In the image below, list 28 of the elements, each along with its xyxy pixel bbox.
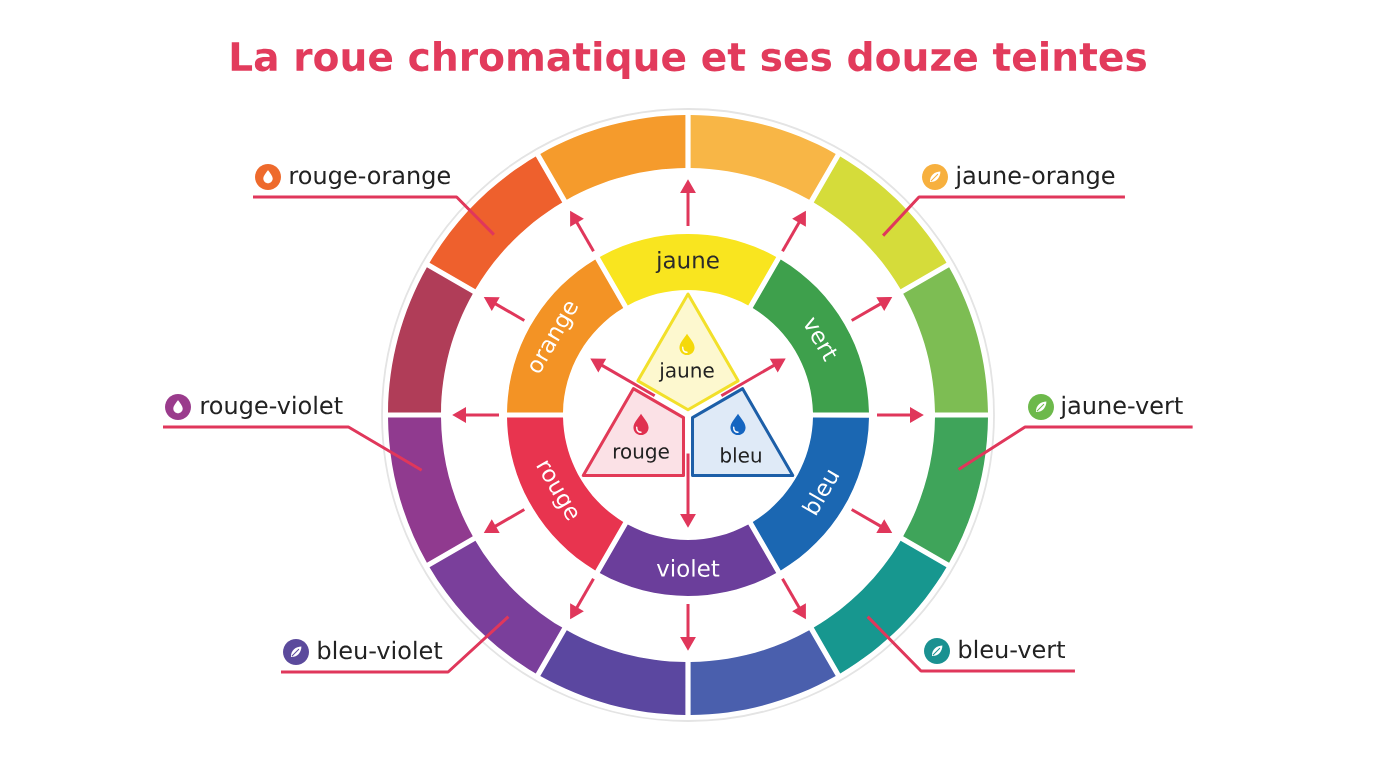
ring-segment	[388, 267, 473, 413]
ring-segment	[540, 630, 686, 715]
callout-label: bleu-vert	[959, 639, 1065, 659]
leader-line	[163, 425, 423, 472]
ring-segment	[690, 115, 836, 200]
title: La roue chromatique et ses douze teintes	[231, 41, 1146, 79]
ring-segment: violet	[599, 524, 777, 596]
callout-label: rouge-orange	[290, 170, 450, 189]
ring-segment	[388, 417, 473, 563]
ring-segment	[813, 540, 947, 674]
triangle-section: bleu	[691, 387, 795, 477]
leader-line	[957, 425, 1193, 471]
ring-segment	[540, 115, 686, 200]
callout-label: jaune-vert	[1059, 395, 1183, 419]
leader-line	[882, 195, 1125, 237]
leader-line	[281, 615, 510, 674]
callout-label: rouge-violet	[201, 395, 343, 419]
ring-segment	[903, 417, 988, 563]
triangle-section: rouge	[581, 387, 685, 477]
ring-segment	[690, 630, 836, 715]
ring-segment	[813, 156, 947, 290]
callout-label: jaune-orange	[954, 165, 1115, 189]
triangle-section: jaune	[636, 292, 740, 412]
ring-segment: jaune	[599, 234, 777, 306]
leader-line	[253, 195, 495, 236]
callout-label: bleu-violet	[318, 640, 443, 660]
ring-segment	[903, 267, 988, 413]
leader-line	[866, 615, 1075, 673]
